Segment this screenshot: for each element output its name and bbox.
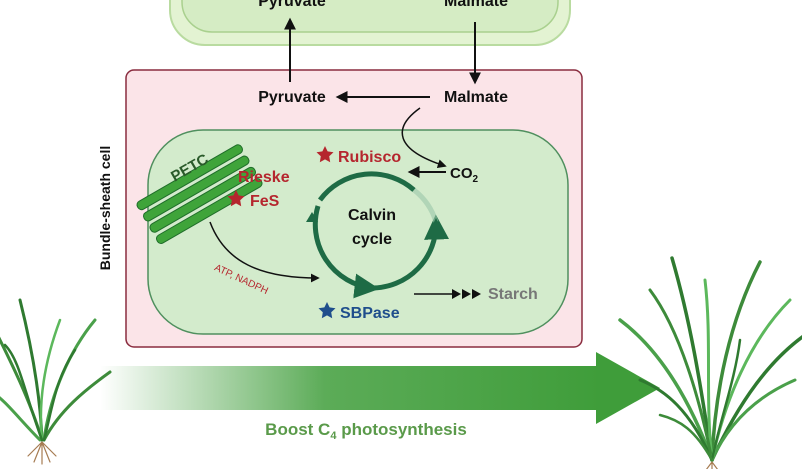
- fes-label: FeS: [250, 193, 280, 210]
- star-icon-rubisco: [316, 146, 334, 163]
- bundle-pyruvate-label: Pyruvate: [258, 89, 326, 106]
- sbpase-label: SBPase: [340, 305, 400, 322]
- calvin-label-line2: cycle: [352, 231, 392, 248]
- mesophyll-cell: Pyruvate Malmate: [169, 0, 571, 46]
- co2-label: CO2: [450, 165, 479, 185]
- boost-label: Boost C4 photosynthesis: [265, 420, 467, 442]
- star-icon-sbpase: [318, 302, 336, 319]
- bundle-malmate-label: Malmate: [444, 89, 508, 106]
- calvin-label-line1: Calvin: [348, 207, 396, 224]
- starch-arrow: [414, 289, 481, 299]
- co2-release-arrow: [401, 107, 447, 169]
- bundle-sheath-label: Bundle-sheath cell: [97, 146, 113, 270]
- star-icon-rieske: [227, 190, 245, 207]
- mesophyll-pyruvate-label: Pyruvate: [258, 0, 326, 10]
- mesophyll-malmate-label: Malmate: [444, 0, 508, 10]
- atp-nadph-arrow: [209, 221, 320, 283]
- plant-icon-small: [0, 298, 112, 465]
- starch-label: Starch: [488, 286, 538, 303]
- calvin-cycle: Calvin cycle: [306, 171, 450, 299]
- boost-arrow: [100, 352, 660, 424]
- rieske-label: Rieske: [238, 169, 290, 186]
- rubisco-label: Rubisco: [338, 149, 401, 166]
- plant-icon-large: [618, 256, 802, 471]
